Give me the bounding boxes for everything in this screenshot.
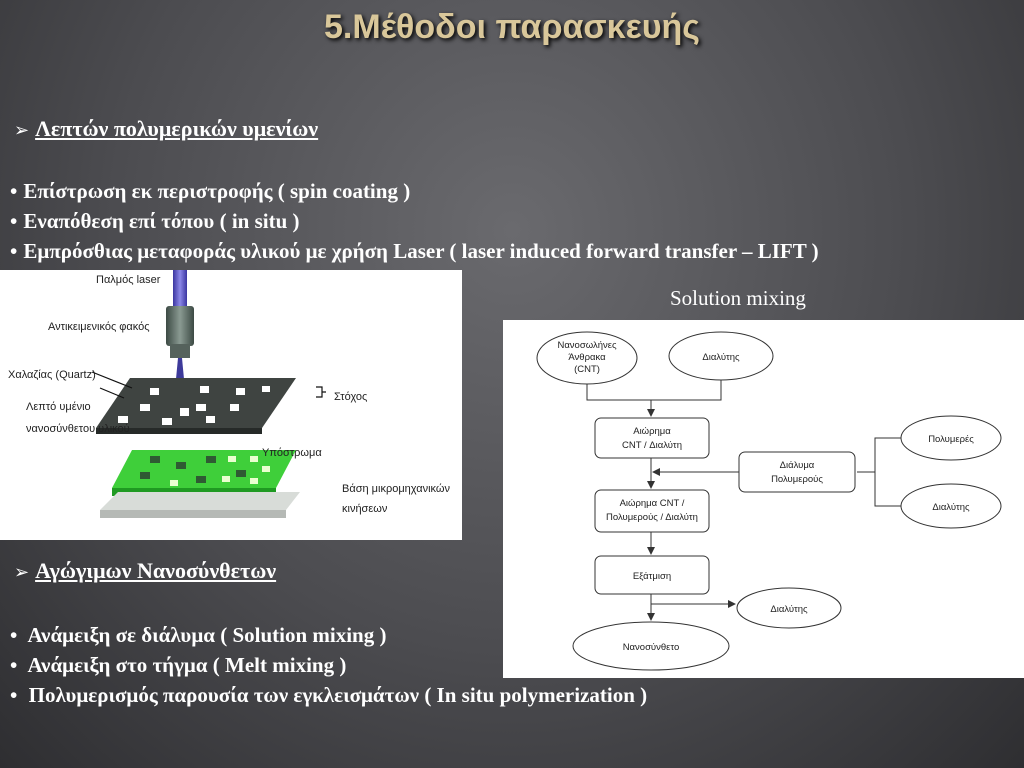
list-item: • Πολυμερισμός παρουσία των εγκλεισμάτων… — [10, 683, 648, 707]
flow-label-cnt: Νανοσωλήνες — [557, 340, 617, 351]
node-cnt-suspension — [594, 417, 710, 459]
label-motion-stage-line2: κινήσεων — [342, 503, 388, 515]
flow-label-cnt-3: (CNT) — [574, 364, 600, 375]
section-heading-conductive: ➢Αγώγιμων Νανοσύνθετων — [14, 558, 276, 584]
section-heading-text: Αγώγιμων Νανοσύνθετων — [35, 558, 277, 583]
flow-label-solvent-top: Διαλύτης — [702, 352, 740, 363]
flow-label-nanocomposite: Νανοσύνθετο — [623, 642, 680, 653]
target-plate — [96, 378, 296, 428]
label-thin-film-line2: νανοσύνθετου υλικού — [26, 423, 130, 435]
node-mixture — [594, 489, 710, 533]
solution-mixing-caption: Solution mixing — [670, 286, 806, 310]
label-target: Στόχος — [334, 391, 367, 403]
list-item: •Εναπόθεση επί τόπου ( in situ ) — [10, 209, 300, 233]
flow-label-polymer: Πολυμερές — [928, 434, 974, 445]
arrow-bullet-icon: ➢ — [14, 562, 30, 583]
flow-label-suspension: Αιώρημα — [633, 426, 671, 437]
objective-lens — [166, 306, 194, 346]
section-heading-thin-films: ➢Λεπτών πολυμερικών υμενίων — [14, 116, 318, 142]
flow-label-polymer-solution: Διάλυμα — [780, 460, 815, 471]
label-thin-film: Λεπτό υμένιο — [26, 401, 91, 413]
node-nanocomposite — [572, 621, 730, 671]
list-item: •Εμπρόσθιας μεταφοράς υλικού με χρήση La… — [10, 239, 819, 263]
thin-film-methods-list: •Επίστρωση εκ περιστροφής ( spin coating… — [10, 176, 819, 266]
section-heading-text: Λεπτών πολυμερικών υμενίων — [35, 116, 319, 141]
label-laser-pulse: Παλμός laser — [96, 274, 161, 286]
laser-beam — [173, 270, 187, 310]
flow-label-mixture-2: Πολυμερούς / Διαλύτη — [606, 512, 698, 523]
list-item: • Ανάμειξη στο τήγμα ( Melt mixing ) — [10, 653, 347, 677]
slide-title: 5.Μέθοδοι παρασκευής — [324, 8, 700, 46]
label-objective-lens: Αντικειμενικός φακός — [48, 321, 150, 333]
flow-label-mixture: Αιώρημα CNT / — [620, 498, 685, 509]
motion-stage — [100, 492, 300, 510]
flow-label-cnt-2: Άνθρακα — [568, 352, 606, 363]
flow-label-solvent-out: Διαλύτης — [770, 604, 808, 615]
node-polymer-solution — [738, 451, 856, 493]
lift-diagram: Παλμός laser Αντικειμενικός φακός Χαλαζί… — [0, 270, 462, 540]
list-item: • Ανάμειξη σε διάλυμα ( Solution mixing … — [10, 623, 387, 647]
node-evaporation — [594, 555, 710, 595]
flow-label-solvent-mid: Διαλύτης — [932, 502, 970, 513]
label-motion-stage: Βάση μικρομηχανικών — [342, 483, 451, 495]
label-substrate: Υπόστρωμα — [262, 447, 322, 459]
flow-label-polymer-solution-2: Πολυμερούς — [771, 474, 823, 485]
solution-mixing-flowchart: Νανοσωλήνες Άνθρακα (CNT) Διαλύτης Αιώρη… — [503, 320, 1024, 678]
label-quartz: Χαλαζίας (Quartz) — [8, 369, 96, 381]
flow-label-suspension-2: CNT / Διαλύτη — [622, 440, 682, 451]
arrow-bullet-icon: ➢ — [14, 120, 30, 141]
conductive-methods-list: • Ανάμειξη σε διάλυμα ( Solution mixing … — [10, 620, 647, 710]
list-item: •Επίστρωση εκ περιστροφής ( spin coating… — [10, 179, 411, 203]
node-solvent-out — [736, 587, 842, 629]
flow-label-evaporation: Εξάτμιση — [633, 571, 671, 582]
